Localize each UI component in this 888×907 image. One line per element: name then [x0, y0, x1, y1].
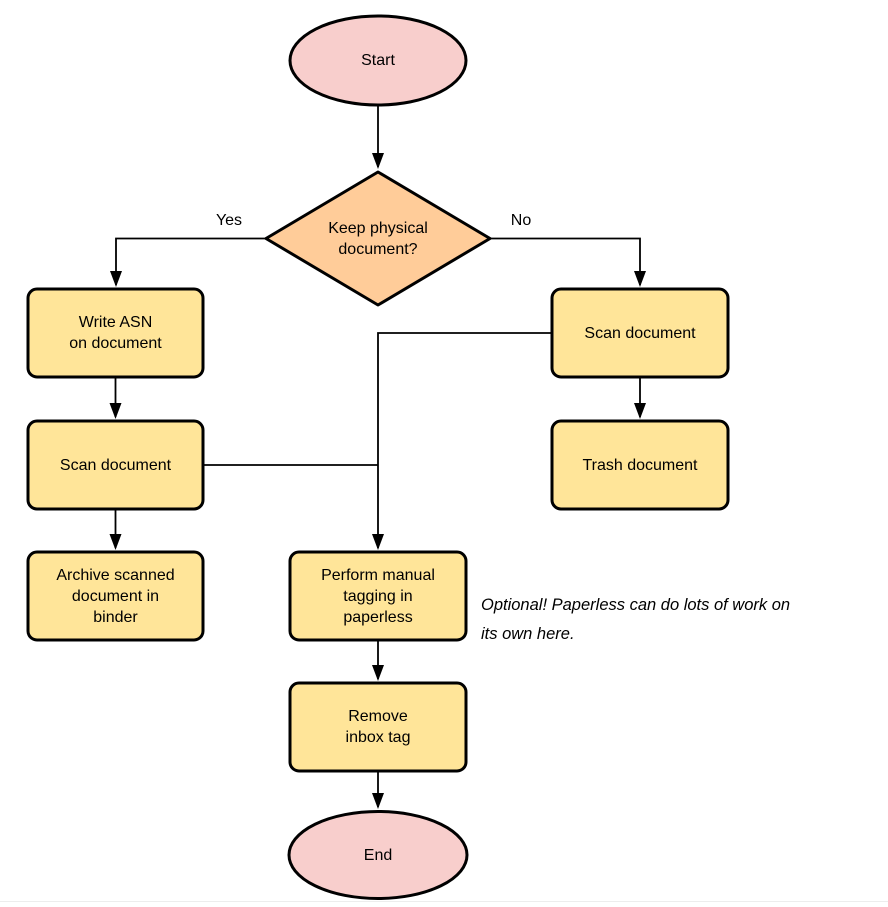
- node-end-shape: [287, 810, 469, 900]
- node-remove-inbox-shape: [288, 681, 468, 773]
- node-tagging-shape: [288, 550, 468, 642]
- node-trash-shape: [550, 419, 730, 511]
- bottom-divider: [0, 901, 888, 902]
- node-scan-left-shape: [26, 419, 205, 511]
- node-start-shape: [288, 14, 468, 107]
- edge-scanright-to-tagging: [372, 332, 552, 550]
- annotation-text: Optional! Paperless can do lots of work …: [481, 596, 791, 643]
- node-write-asn-shape: [26, 287, 205, 379]
- edge-label-yes: Yes: [215, 212, 243, 229]
- edge-decision-yes: [110, 237, 266, 287]
- edge-label-no: No: [510, 212, 532, 229]
- node-scan-right-shape: [550, 287, 730, 379]
- node-decision-shape: [264, 170, 492, 307]
- edge-decision-no: [490, 237, 646, 287]
- node-archive-shape: [26, 550, 205, 642]
